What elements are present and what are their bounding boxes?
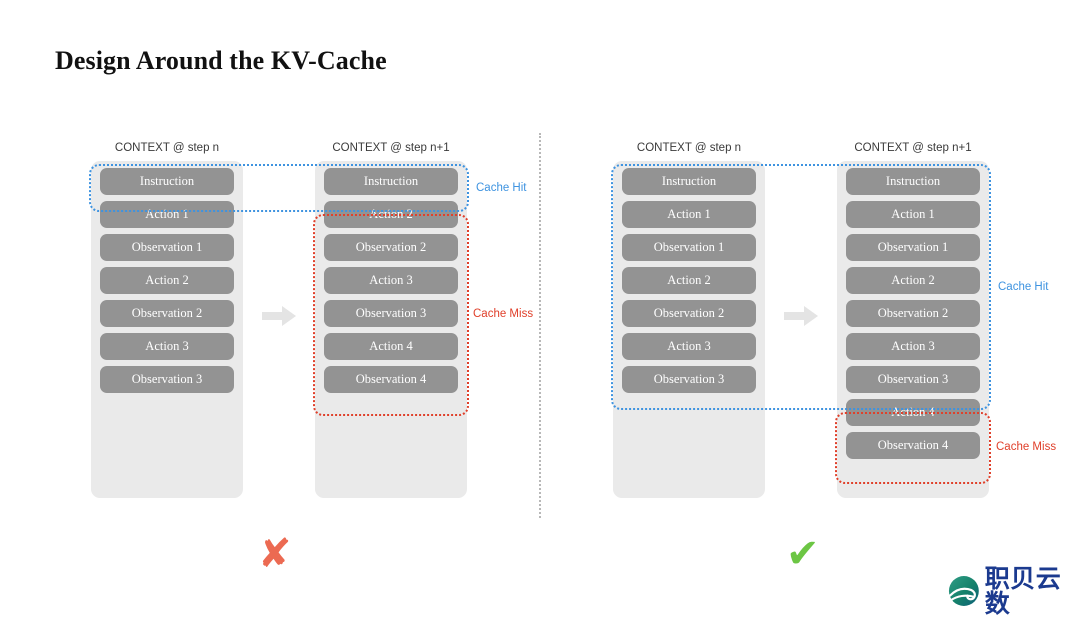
context-block: Observation 4 — [324, 366, 458, 393]
cache-hit-label-left: Cache Hit — [476, 182, 527, 194]
column-header-right-step-n1: CONTEXT @ step n+1 — [854, 142, 972, 154]
context-block: Observation 1 — [622, 234, 756, 261]
context-block: Action 3 — [100, 333, 234, 360]
context-block: Action 4 — [846, 399, 980, 426]
cache-miss-label-right: Cache Miss — [996, 441, 1057, 453]
context-block: Action 3 — [622, 333, 756, 360]
context-block: Observation 2 — [100, 300, 234, 327]
context-block: Action 2 — [324, 201, 458, 228]
column-header-left-step-n1: CONTEXT @ step n+1 — [332, 142, 450, 154]
wave-globe-icon — [948, 576, 979, 606]
verdict-check-icon: ✔ — [786, 531, 820, 577]
context-block: Observation 3 — [100, 366, 234, 393]
context-block: Observation 4 — [846, 432, 980, 459]
context-block: Observation 2 — [324, 234, 458, 261]
context-block: Action 4 — [324, 333, 458, 360]
column-header-left-step-n: CONTEXT @ step n — [114, 142, 220, 154]
context-block: Observation 3 — [324, 300, 458, 327]
context-block: Action 2 — [846, 267, 980, 294]
cache-hit-label-right: Cache Hit — [998, 281, 1049, 293]
context-block: Instruction — [622, 168, 756, 195]
vertical-divider — [539, 133, 541, 518]
context-block: Observation 3 — [846, 366, 980, 393]
context-block: Instruction — [324, 168, 458, 195]
context-block: Action 3 — [846, 333, 980, 360]
context-block: Action 1 — [846, 201, 980, 228]
context-block: Observation 2 — [622, 300, 756, 327]
transition-arrow-icon — [784, 306, 818, 326]
cache-miss-label-left: Cache Miss — [473, 308, 534, 320]
page-title: Design Around the KV-Cache — [55, 46, 387, 75]
context-block: Action 1 — [100, 201, 234, 228]
brand-logo-text: 职贝云数 — [984, 564, 1062, 618]
context-panel-right-step-n1: Instruction Action 1 Observation 1 Actio… — [837, 161, 989, 498]
context-panel-left-step-n1: Instruction Action 2 Observation 2 Actio… — [315, 161, 467, 498]
transition-arrow-icon — [262, 306, 296, 326]
context-block: Action 3 — [324, 267, 458, 294]
column-header-right-step-n: CONTEXT @ step n — [636, 142, 742, 154]
context-block: Observation 2 — [846, 300, 980, 327]
context-block: Instruction — [100, 168, 234, 195]
context-block: Action 2 — [622, 267, 756, 294]
context-panel-left-step-n: Instruction Action 1 Observation 1 Actio… — [91, 161, 243, 498]
context-block: Action 2 — [100, 267, 234, 294]
context-block: Observation 1 — [100, 234, 234, 261]
context-block: Observation 3 — [622, 366, 756, 393]
context-block: Action 1 — [622, 201, 756, 228]
context-block: Observation 1 — [846, 234, 980, 261]
context-panel-right-step-n: Instruction Action 1 Observation 1 Actio… — [613, 161, 765, 498]
context-block: Instruction — [846, 168, 980, 195]
brand-logo: 职贝云数 — [948, 566, 1080, 616]
verdict-cross-icon: ✘ — [258, 531, 292, 577]
